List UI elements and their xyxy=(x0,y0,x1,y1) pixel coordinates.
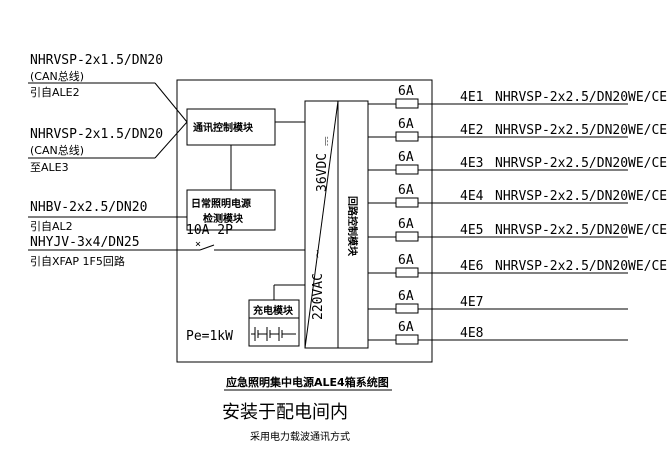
fuse-5 xyxy=(395,231,419,242)
enclosure-box xyxy=(176,79,433,363)
comm-method-note: 采用电力载波通讯方式 xyxy=(250,430,350,443)
fuse-3 xyxy=(395,164,419,175)
fuse-2-rating: 6A xyxy=(398,117,414,132)
output-4-mount: WE/CE xyxy=(628,189,667,204)
fuse-5-rating: 6A xyxy=(398,217,414,232)
fuse-1-rating: 6A xyxy=(398,84,414,99)
battery-icon xyxy=(251,327,296,341)
output-1-mount: WE/CE xyxy=(628,90,667,105)
output-4-cable: NHRVSP-2x2.5/DN20 xyxy=(495,189,628,204)
fuse-2 xyxy=(395,131,419,142)
output-4-id: 4E4 xyxy=(460,189,484,204)
input-feeder-3: NHBV-2x2.5/DN20 引自AL2 xyxy=(28,200,187,233)
fuse-7-rating: 6A xyxy=(398,289,414,304)
output-row-2: 6A 4E2 NHRVSP-2x2.5/DN20 WE/CE xyxy=(368,117,667,142)
output-5-cable: NHRVSP-2x2.5/DN20 xyxy=(495,223,628,238)
input-4-source: 引自XFAP 1F5回路 xyxy=(30,254,125,268)
output-2-id: 4E2 xyxy=(460,123,483,138)
input-2-cable: NHRVSP-2x1.5/DN20 xyxy=(30,127,163,142)
output-5-id: 4E5 xyxy=(460,223,483,238)
fuse-8-rating: 6A xyxy=(398,320,414,335)
output-row-8: 6A 4E8 xyxy=(368,320,628,345)
daily-module-label-1: 日常照明电源 xyxy=(191,197,251,210)
vac-label: 220VAC xyxy=(311,273,326,320)
output-row-3: 6A 4E3 NHRVSP-2x2.5/DN20 WE/CE xyxy=(368,150,667,175)
output-row-4: 6A 4E4 NHRVSP-2x2.5/DN20 WE/CE xyxy=(368,183,667,208)
input-1-slant xyxy=(154,82,188,123)
input-3-cable: NHBV-2x2.5/DN20 xyxy=(30,200,147,215)
daily-module-box xyxy=(186,189,276,231)
fuse-6-rating: 6A xyxy=(398,253,414,268)
input-4-cable: NHYJV-3x4/DN25 xyxy=(30,235,140,250)
output-row-5: 6A 4E5 NHRVSP-2x2.5/DN20 WE/CE xyxy=(368,217,667,242)
breaker-blade xyxy=(199,244,215,251)
install-title: 安装于配电间内 xyxy=(222,402,348,423)
fuse-6 xyxy=(395,267,419,278)
output-3-mount: WE/CE xyxy=(628,156,667,171)
output-6-id: 4E6 xyxy=(460,259,483,274)
input-feeder-1: NHRVSP-2x1.5/DN20 (CAN总线) 引自ALE2 xyxy=(28,53,188,123)
output-1-cable: NHRVSP-2x2.5/DN20 xyxy=(495,90,628,105)
output-2-cable: NHRVSP-2x2.5/DN20 xyxy=(495,123,628,138)
fuse-4 xyxy=(395,197,419,208)
fuse-4-rating: 6A xyxy=(398,183,414,198)
charge-module-label: 充电模块 xyxy=(253,304,294,317)
input-3-source: 引自AL2 xyxy=(30,219,73,233)
output-row-6: 6A 4E6 NHRVSP-2x2.5/DN20 WE/CE xyxy=(368,253,667,278)
vdc-label: 36VDC xyxy=(315,153,330,192)
output-row-1: 6A 4E1 NHRVSP-2x2.5/DN20 WE/CE xyxy=(368,84,667,109)
output-row-7: 6A 4E7 xyxy=(368,289,628,314)
comm-module-label: 通讯控制模块 xyxy=(193,121,254,134)
breaker-mark: × xyxy=(195,239,201,250)
output-3-cable: NHRVSP-2x2.5/DN20 xyxy=(495,156,628,171)
output-1-id: 4E1 xyxy=(460,90,483,105)
output-8-id: 4E8 xyxy=(460,326,483,341)
input-1-source: 引自ALE2 xyxy=(30,85,80,99)
output-7-id: 4E7 xyxy=(460,295,483,310)
ac-symbol: ~ xyxy=(310,250,326,258)
input-feeder-2: NHRVSP-2x1.5/DN20 (CAN总线) 至ALE3 xyxy=(28,121,188,174)
output-6-mount: WE/CE xyxy=(628,259,667,274)
input-1-note: (CAN总线) xyxy=(30,69,84,83)
input-2-slant xyxy=(154,121,188,159)
fuse-8 xyxy=(395,334,419,345)
converter-diagonal xyxy=(304,100,339,349)
fuse-3-rating: 6A xyxy=(398,150,414,165)
power-label: Pe=1kW xyxy=(186,329,233,344)
output-5-mount: WE/CE xyxy=(628,223,667,238)
output-2-mount: WE/CE xyxy=(628,123,667,138)
input-1-cable: NHRVSP-2x1.5/DN20 xyxy=(30,53,163,68)
diagram-caption: 应急照明集中电源ALE4箱系统图 xyxy=(226,375,389,389)
output-6-cable: NHRVSP-2x2.5/DN20 xyxy=(495,259,628,274)
output-circuits: 6A 4E1 NHRVSP-2x2.5/DN20 WE/CE 6A 4E2 NH… xyxy=(368,84,667,345)
input-2-note: (CAN总线) xyxy=(30,143,84,157)
dc-symbol: ⎓ xyxy=(319,136,333,146)
loop-module-label: 回路控制模块 xyxy=(346,196,359,257)
input-feeder-4: NHYJV-3x4/DN25 引自XFAP 1F5回路 × 10A 2P xyxy=(28,223,305,268)
input-2-source: 至ALE3 xyxy=(30,161,69,174)
fuse-7 xyxy=(395,303,419,314)
fuse-1 xyxy=(395,98,419,109)
daily-module-label-2: 检测模块 xyxy=(203,212,244,225)
output-3-id: 4E3 xyxy=(460,156,483,171)
